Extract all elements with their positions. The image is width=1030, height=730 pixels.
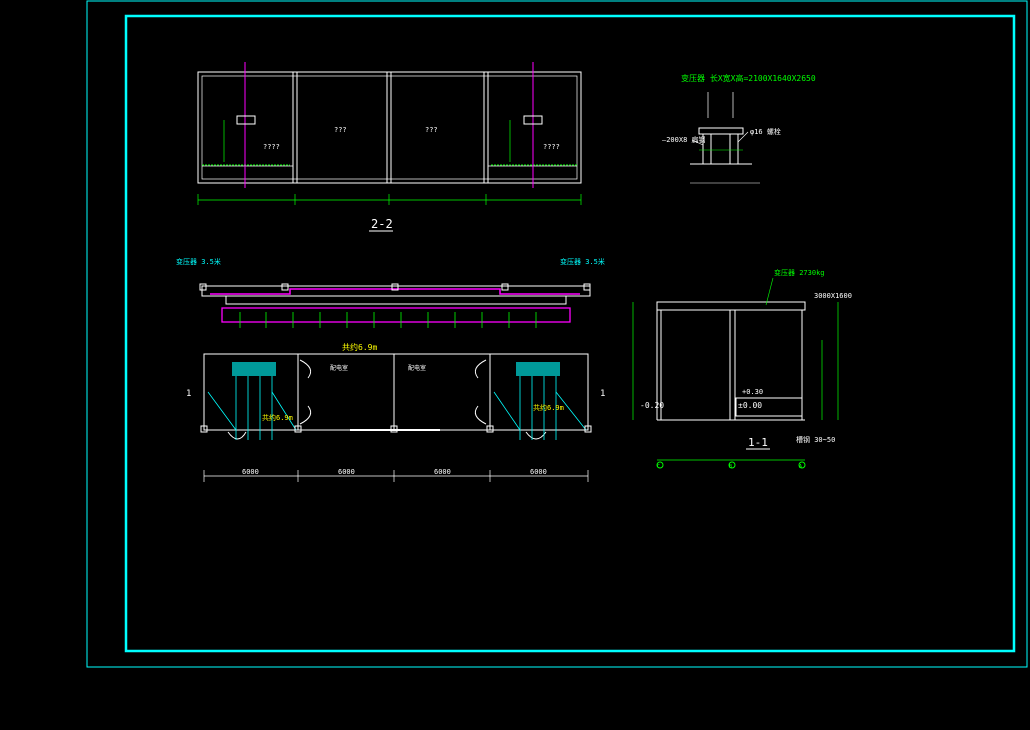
plan-center-label: 共约6.9m [342, 342, 377, 352]
side-label-left: ???? [263, 143, 280, 151]
section-1-1-title: 1-1 [748, 436, 768, 449]
level-minus: -0.20 [640, 401, 664, 410]
plan-room-right: 配电室 [408, 364, 426, 372]
plan-room-left: 配电室 [330, 364, 348, 372]
detail-callout-left: —200X8 扁钢 [662, 135, 706, 144]
axis-b: B [729, 464, 732, 470]
plan-left-callout: 变压器 3.5米 [176, 257, 221, 266]
detail-title: 变压器 长X宽X高=2100X1640X2650 [681, 73, 816, 83]
level-zero: ±0.00 [738, 401, 762, 410]
section-2-2-title: 2-2 [371, 217, 393, 231]
section-1-1: C B A 1-1 变压器 2730kg 3000X1600 -0.20 ±0.… [632, 268, 852, 470]
axis-a: A [799, 464, 802, 470]
room-label-1: ??? [334, 126, 347, 134]
plan-dim-3: 6000 [434, 468, 451, 476]
callout-top: 变压器 2730kg [774, 268, 825, 277]
plan-dim-4: 6000 [530, 468, 547, 476]
callout-size: 3000X1600 [814, 292, 852, 300]
plan-dim-1: 6000 [242, 468, 259, 476]
plan-dim-2: 6000 [338, 468, 355, 476]
section-2-2: ??? ??? ???? ???? 2-2 [197, 62, 582, 232]
axis-c: C [657, 464, 660, 470]
detail-callout-right: φ16 螺栓 [750, 127, 781, 136]
transformer-base-detail: 变压器 长X宽X高=2100X1640X2650 —200X8 扁钢 φ16 螺… [662, 73, 816, 184]
plan-view: 6000 6000 6000 6000 共约6.9m 共约6.9m 共约6.9m… [176, 257, 605, 482]
plan-axis-left: 1 [186, 389, 191, 399]
plan-axis-right: 1 [600, 389, 605, 399]
plan-right-label: 共约6.9m [533, 403, 564, 412]
plan-left-label: 共约6.9m [262, 413, 293, 422]
level-high: +0.30 [742, 388, 763, 396]
side-label-right: ???? [543, 143, 560, 151]
inner-sheet-frame [124, 14, 1016, 653]
plan-right-callout: 变压器 3.5米 [560, 257, 605, 266]
room-label-2: ??? [425, 126, 438, 134]
bottom-callout: 槽钢 30~50 [796, 435, 835, 444]
outer-sheet-frame [86, 0, 1028, 668]
